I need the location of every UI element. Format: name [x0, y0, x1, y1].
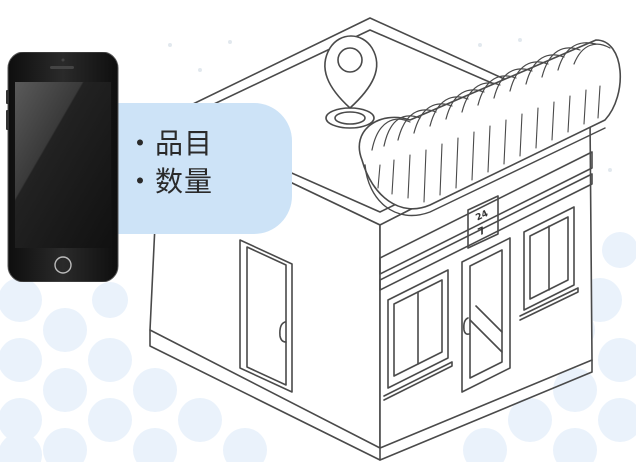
bubble-item-quantity: ・数量 [126, 165, 214, 198]
order-info-bubble: ・品目 ・数量 [112, 103, 292, 234]
smartphone-icon [6, 52, 119, 282]
store-sign-hours: 24 [474, 209, 490, 223]
bubble-item-goods: ・品目 [126, 127, 214, 160]
store-sign-days: 7 [476, 225, 487, 238]
convenience-store-icon: 24 7 [149, 17, 622, 461]
location-pin-icon [324, 35, 378, 129]
